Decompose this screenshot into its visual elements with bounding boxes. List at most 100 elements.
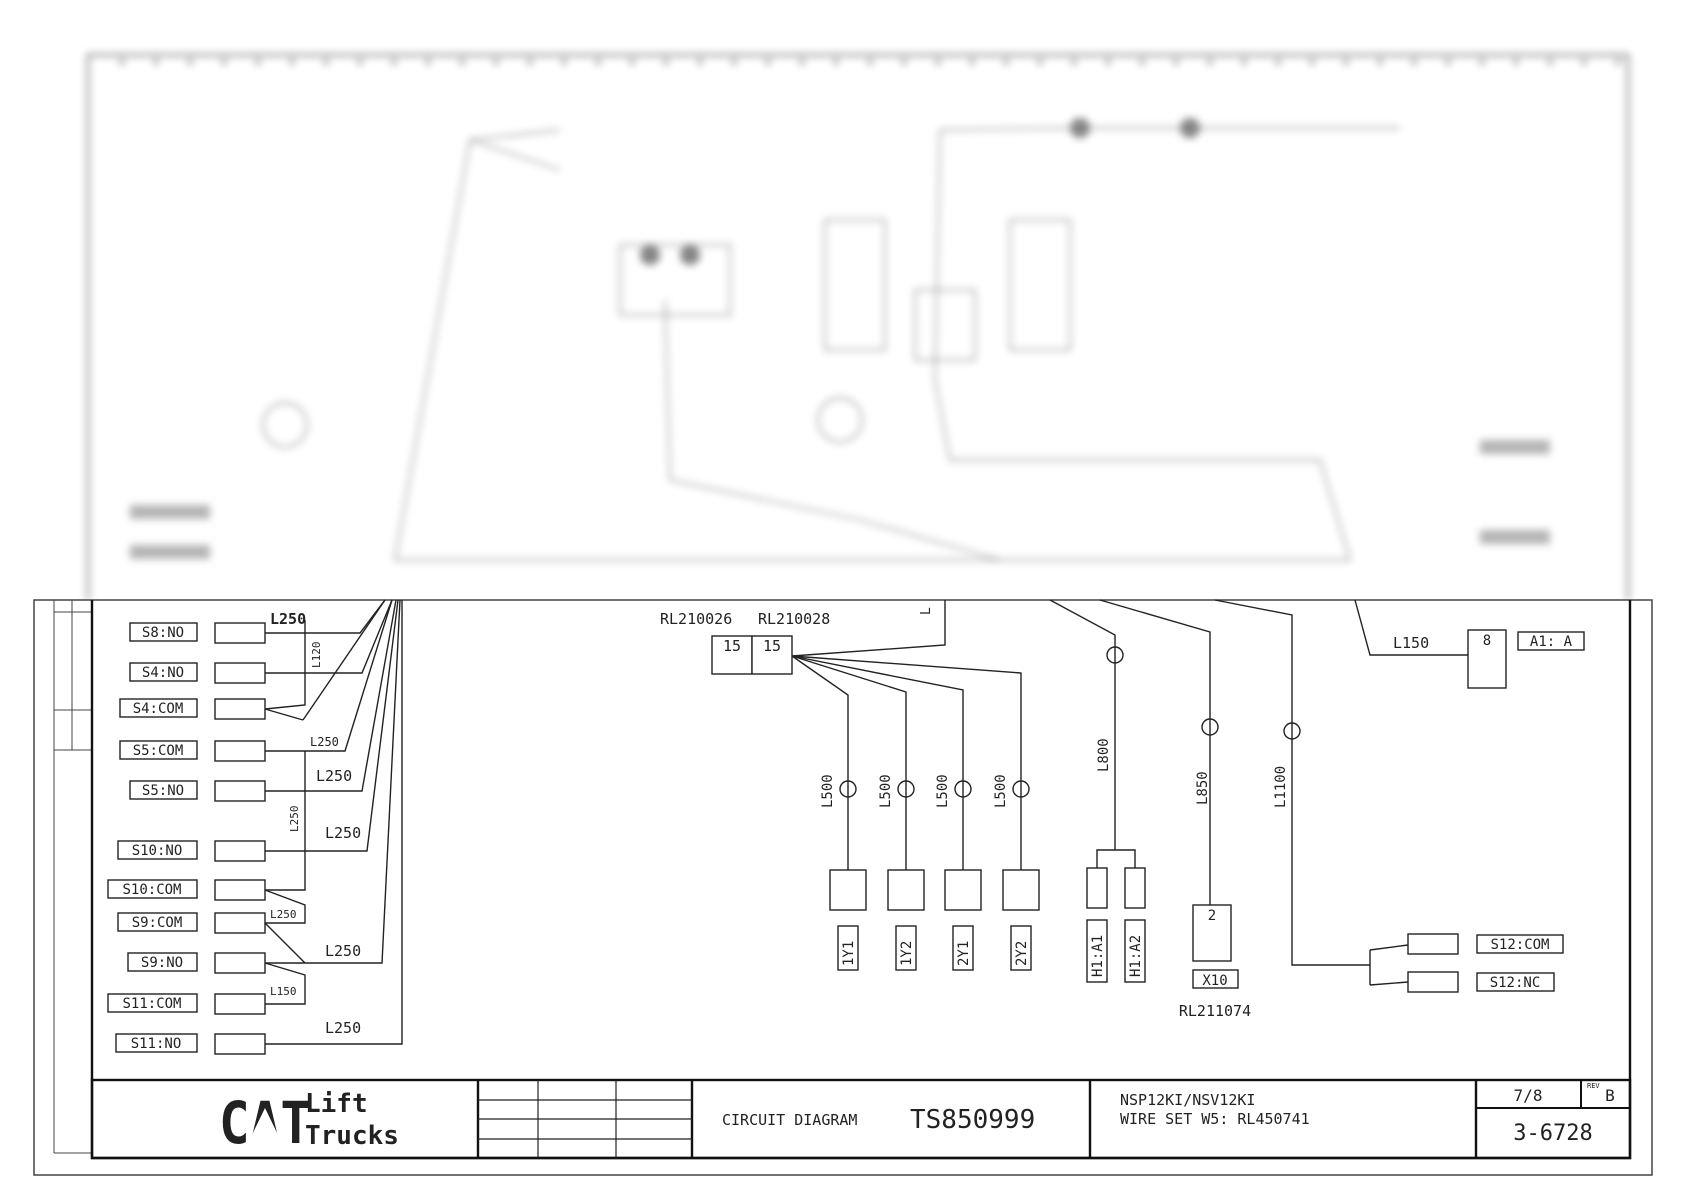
model-name: NSP12KI/NSV12KI: [1120, 1091, 1255, 1109]
solenoid-tag: 1Y2: [899, 941, 915, 966]
x10-part-number: RL211074: [1179, 1002, 1251, 1020]
wire: [265, 599, 399, 852]
horn-pin-box: [1124, 867, 1146, 909]
solenoid-tag: 2Y1: [956, 941, 972, 966]
blurred-block-4: [914, 289, 976, 361]
cable-bend: [1020, 780, 1030, 798]
branch-wire: [791, 655, 849, 870]
blurred-label-3: [1480, 440, 1550, 454]
sheet-outer-border: [33, 599, 1653, 1176]
blurred-diagram-sketch: [86, 53, 1630, 600]
connector-label: S10:NO: [132, 843, 183, 859]
sheet-cells: [1476, 1080, 1630, 1109]
connector-label: S5:NO: [142, 783, 184, 799]
solenoid-tag-box: [952, 925, 974, 971]
connector-pin: [214, 780, 266, 802]
solenoid-tag-box: [895, 925, 917, 971]
connector-label-box: [107, 879, 198, 899]
relay-pin-left-number: 15: [723, 637, 741, 655]
connector-pin: [214, 993, 266, 1015]
connector-label-box: [117, 912, 198, 932]
connector-label: S9:NO: [141, 955, 183, 971]
horn-pin-box: [1086, 867, 1108, 909]
cable-bend: [1291, 722, 1301, 740]
x10-wire: [1099, 599, 1211, 905]
cable-bend: [897, 780, 907, 798]
connector-pin: [214, 662, 266, 684]
s12-pin: [1407, 971, 1459, 993]
blurred-diagram-region: [86, 53, 1630, 600]
wire-label: L250: [270, 908, 297, 921]
horn-wire-label: L800: [1096, 738, 1112, 772]
horn-tag-box: [1124, 919, 1146, 983]
cable-bend: [1012, 780, 1022, 798]
branch-wire: [791, 655, 964, 870]
s12-split: [1369, 944, 1409, 986]
connector-label: S5:COM: [133, 743, 184, 759]
connector-pin: [214, 1033, 266, 1055]
wire-label: L250: [270, 610, 306, 628]
blurred-node-1: [1070, 118, 1090, 138]
connector-pin: [214, 879, 266, 901]
connector-label: S4:NO: [142, 665, 184, 681]
blurred-block-2: [824, 219, 886, 351]
wire: [265, 751, 306, 891]
wire: [264, 620, 306, 721]
a1-group: L150 8 A1: A: [1354, 599, 1585, 689]
connector-pin: [214, 622, 266, 644]
diagram-type: CIRCUIT DIAGRAM: [722, 1111, 857, 1129]
relay-feed-wire-label: L: [919, 607, 934, 615]
horn-group: L800 H1:A1 H1:A2: [1049, 599, 1146, 983]
left-connector-group: S8:NO L250 S4:NO S4:COM L120 S5:COM L250…: [107, 599, 403, 1055]
blurred-node-3: [640, 245, 660, 265]
connector-label: S8:NO: [142, 625, 184, 641]
logo-line-2: Trucks: [305, 1121, 399, 1151]
blurred-node-2: [1180, 118, 1200, 138]
s12-label: S12:NC: [1490, 975, 1541, 991]
cable-bend: [1201, 718, 1211, 736]
wire: [265, 599, 393, 674]
connector-label-box: [107, 993, 198, 1013]
connector-pin: [214, 740, 266, 762]
blurred-frame: [86, 53, 1630, 600]
relay-pin-left: [711, 635, 753, 675]
margin-grid: [54, 600, 92, 751]
a1-wire: [1354, 599, 1468, 656]
cable-bend: [1106, 646, 1116, 664]
solenoid-box: [887, 869, 925, 911]
wire-label: L250: [325, 824, 361, 842]
wire: [265, 600, 403, 1045]
blurred-block-1: [619, 244, 731, 316]
wire: [264, 599, 401, 964]
s12-pin: [1407, 933, 1459, 955]
revision-grid: [478, 1080, 692, 1158]
wire-label: L250: [325, 1019, 361, 1037]
blurred-wire-d: [934, 129, 1351, 561]
x10-pin-number: 2: [1208, 908, 1216, 924]
solenoid-tag: 1Y1: [841, 941, 857, 966]
horn-tag-box: [1086, 919, 1108, 983]
horn-pin-tag: H1:A1: [1090, 935, 1106, 977]
solenoid-box: [944, 869, 982, 911]
branch-wire: [791, 655, 907, 870]
s12-wire: [1214, 599, 1370, 966]
horn-split: [1096, 849, 1136, 868]
connector-label-box: [129, 622, 198, 642]
s12-wire-label: L1100: [1273, 766, 1289, 808]
connector-label-box: [119, 698, 198, 718]
solenoid-tag-box: [837, 925, 859, 971]
cable-bend: [847, 780, 857, 798]
connector-pin: [214, 698, 266, 720]
revision: B: [1605, 1086, 1615, 1105]
branch-wire: [791, 655, 1022, 870]
rev-label: REV: [1587, 1082, 1600, 1090]
blurred-label-4: [1480, 530, 1550, 544]
s12-label: S12:COM: [1490, 937, 1549, 953]
connector-label: S4:COM: [133, 701, 184, 717]
connector-pin: [214, 912, 266, 934]
solenoid-tag: 2Y2: [1014, 941, 1030, 966]
s12-group: L1100 S12:COM S12:NC: [1214, 599, 1564, 993]
title-block: CAT Lift Trucks CIRCUIT DIAGRAM TS850999…: [90, 1078, 1632, 1160]
blurred-label-1: [130, 505, 210, 519]
connector-label-box: [117, 840, 198, 860]
